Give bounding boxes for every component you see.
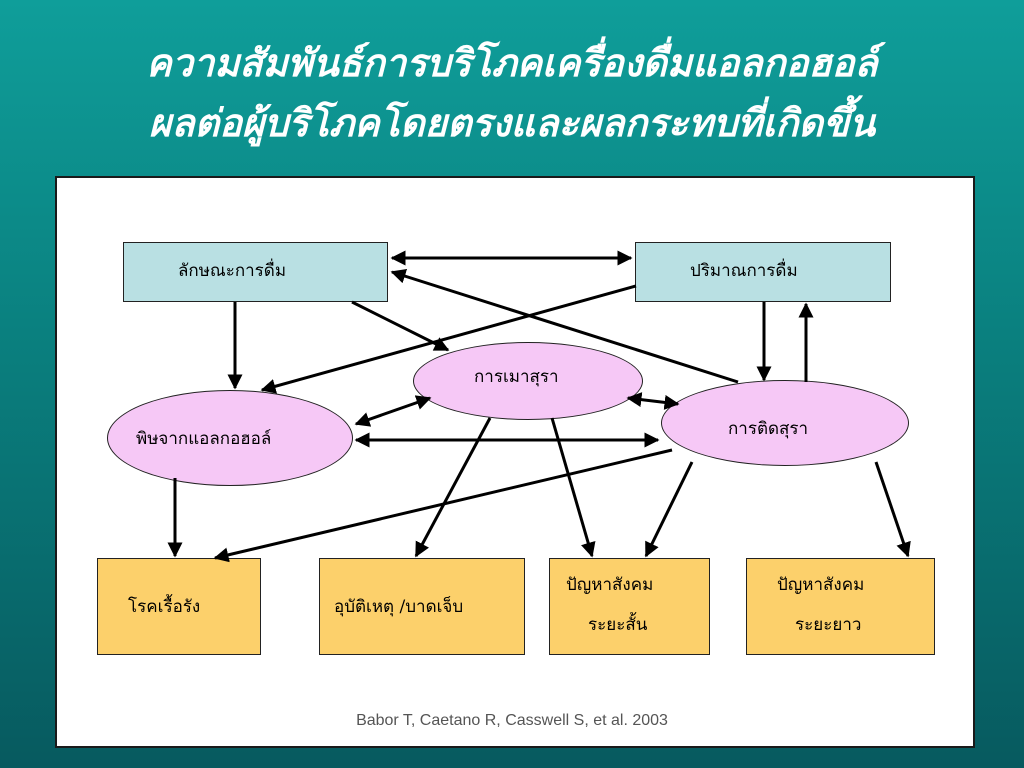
drinking-volume-box: ปริมาณการดื่ม (635, 242, 891, 302)
social-short-line2: ระยะสั้น (588, 615, 648, 635)
slide-title-line1: ความสัมพันธ์การบริโภคเครื่องดื่มแอลกอฮอล… (146, 40, 878, 85)
social-long-box: ปัญหาสังคม ระยะยาว (746, 558, 935, 655)
intoxication-label: การเมาสุรา (474, 367, 559, 387)
chronic-disease-box: โรคเรื้อรัง (97, 558, 261, 655)
slide-title-line2: ผลต่อผู้บริโภคโดยตรงและผลกระทบที่เกิดขึ้… (148, 100, 876, 145)
toxicity-ellipse: พิษจากแอลกอฮอล์ (107, 390, 353, 486)
drinking-pattern-label: ลักษณะการดื่ม (178, 261, 287, 281)
citation: Babor T, Caetano R, Casswell S, et al. 2… (356, 712, 668, 729)
accident-injury-box: อุบัติเหตุ /บาดเจ็บ (319, 558, 525, 655)
toxicity-label: พิษจากแอลกอฮอล์ (136, 429, 272, 449)
social-long-line1: ปัญหาสังคม (777, 575, 865, 595)
chronic-disease-label: โรคเรื้อรัง (128, 597, 201, 617)
drinking-volume-label: ปริมาณการดื่ม (690, 261, 798, 281)
social-short-line1: ปัญหาสังคม (566, 575, 654, 595)
dependence-label: การติดสุรา (728, 419, 809, 439)
accident-injury-label: อุบัติเหตุ /บาดเจ็บ (334, 597, 464, 617)
drinking-pattern-box: ลักษณะการดื่ม (123, 242, 388, 302)
dependence-ellipse: การติดสุรา (661, 380, 909, 466)
intoxication-ellipse: การเมาสุรา (413, 342, 643, 420)
social-short-box: ปัญหาสังคม ระยะสั้น (549, 558, 710, 655)
social-long-line2: ระยะยาว (795, 615, 862, 635)
